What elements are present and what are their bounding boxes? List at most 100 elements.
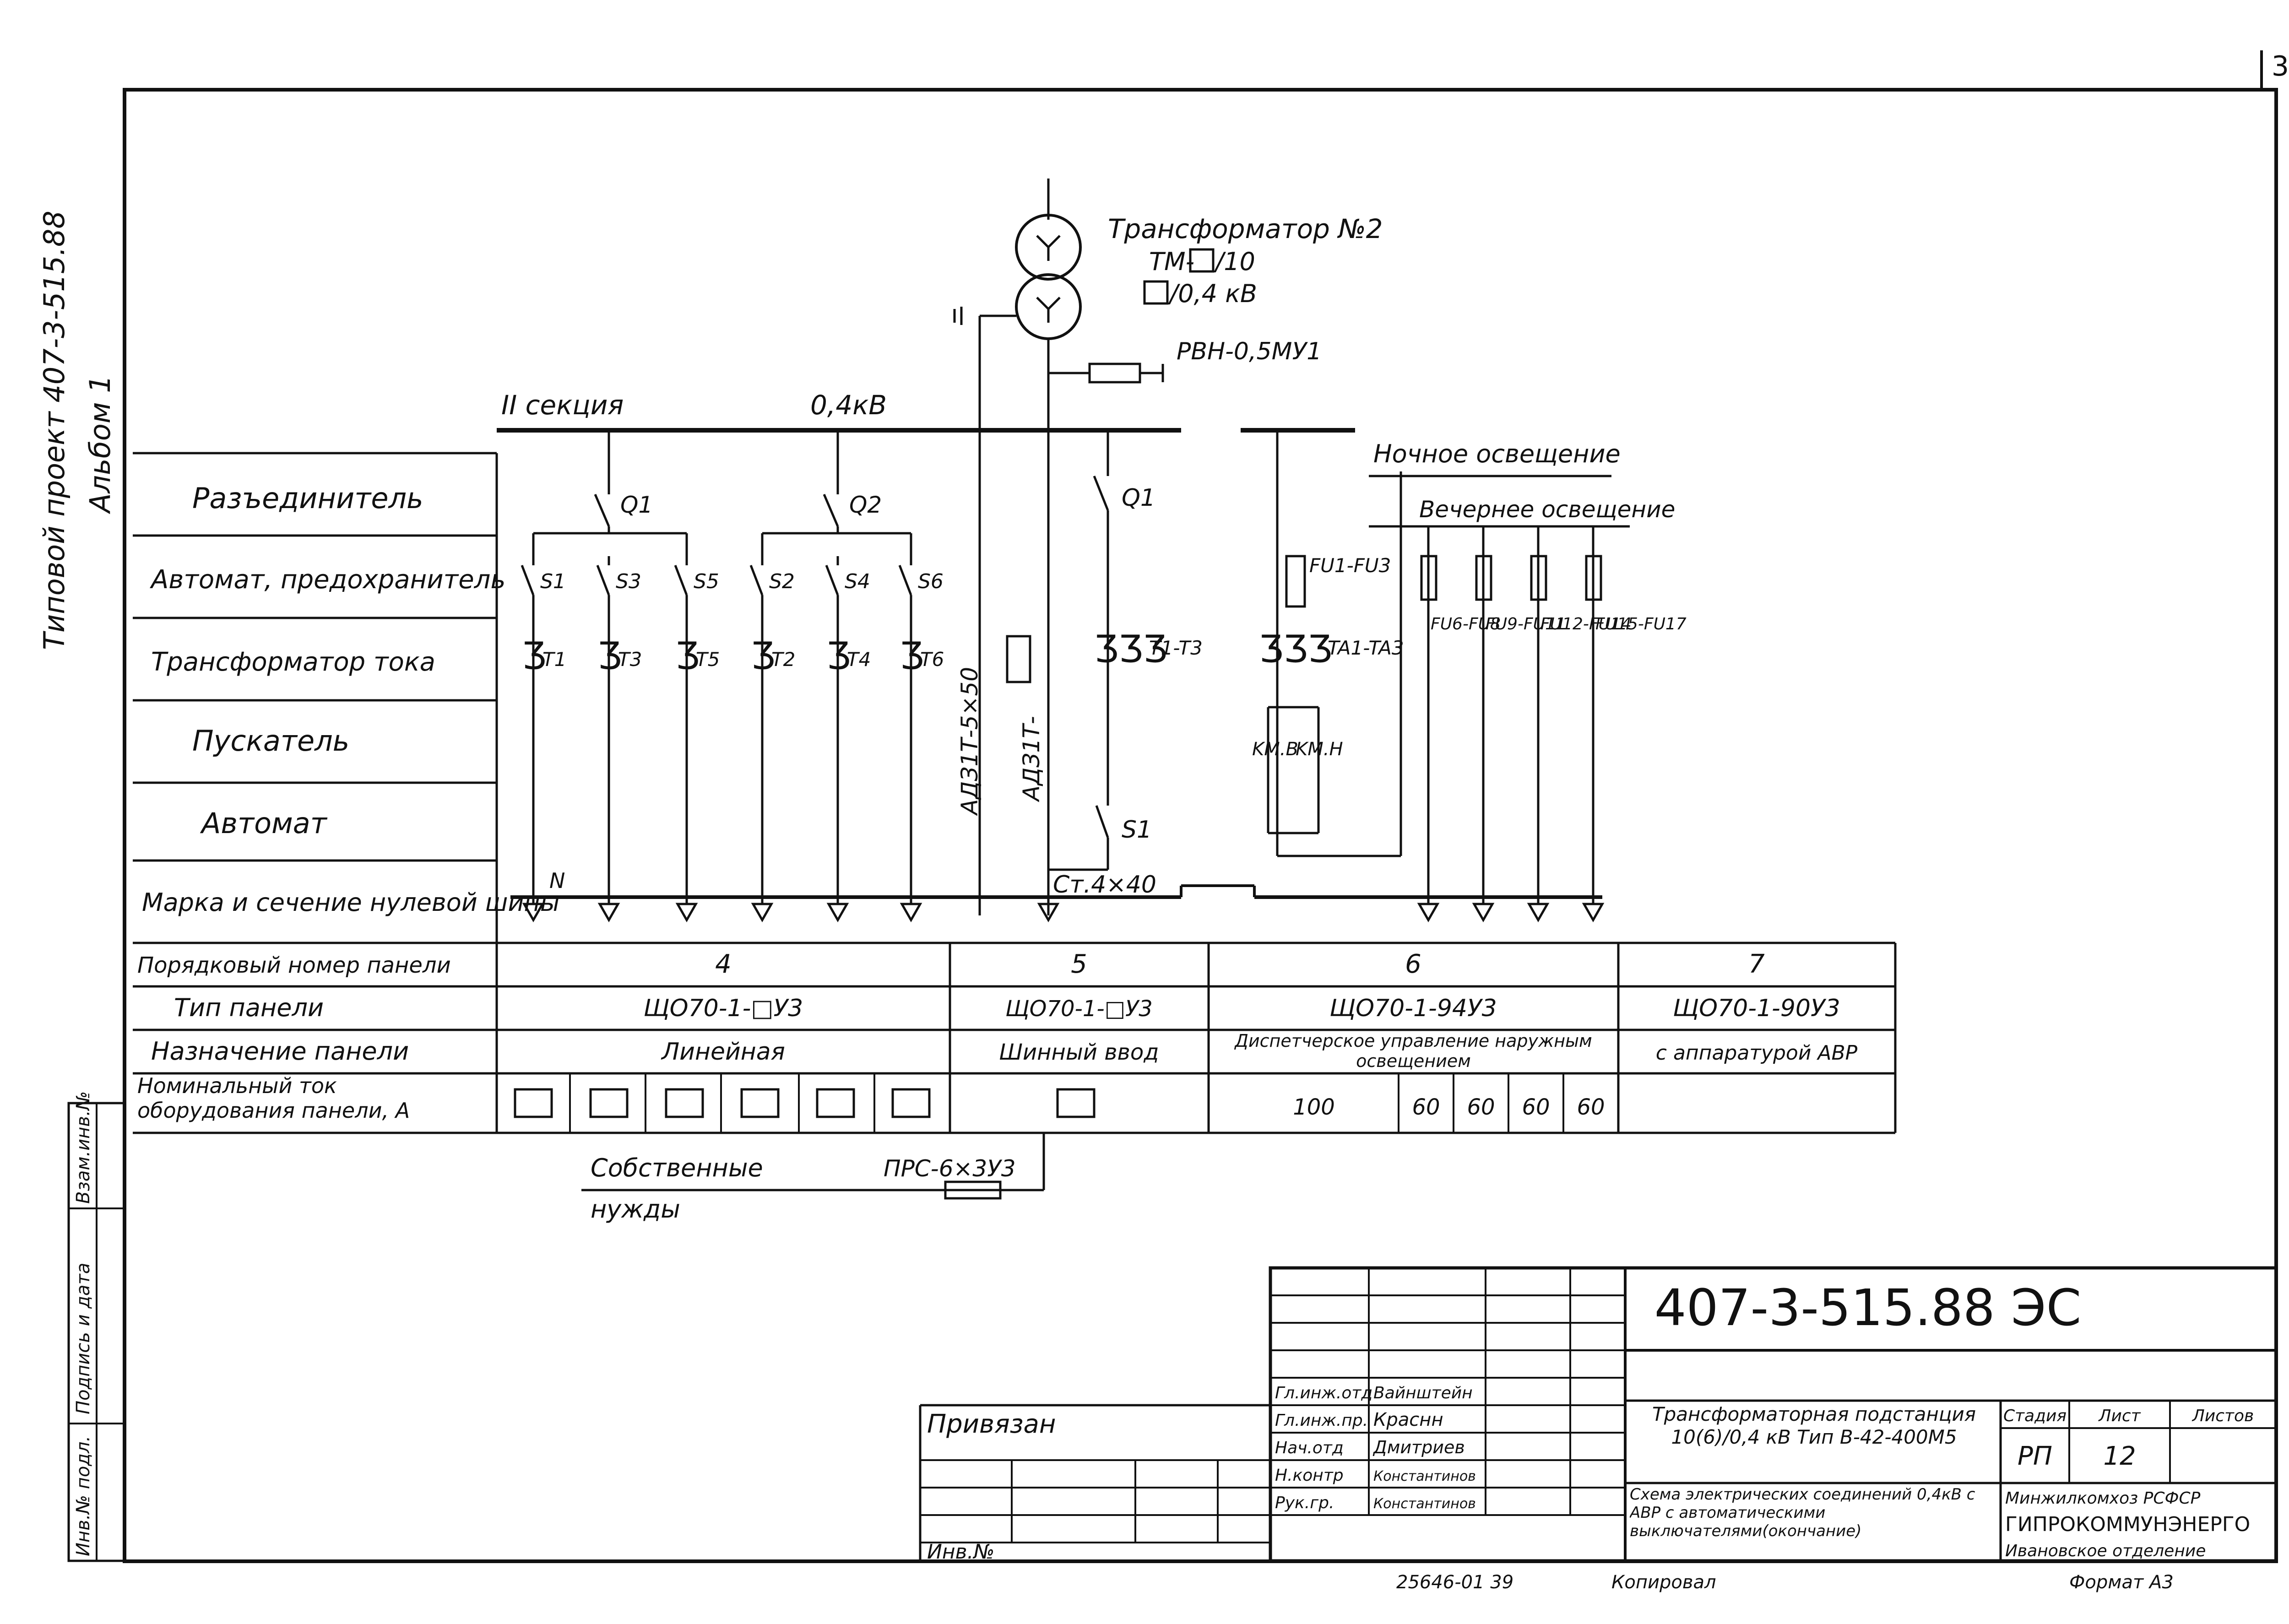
row-header-current: Номинальный ток оборудования панели, А xyxy=(137,1073,410,1123)
neutral-arrow-8 xyxy=(1417,897,1440,923)
name-5: Константинов xyxy=(1373,1496,1476,1512)
role-1: Гл.инж.отд xyxy=(1275,1384,1372,1402)
lights-ct-label: TA1-TA3 xyxy=(1328,637,1404,659)
sheets-header: Листов xyxy=(2191,1407,2254,1425)
sheet-frame xyxy=(123,88,2278,1563)
transformer-symbol: Трансформатор №2 ТМ- /10 /0,4 кВ РВН-0,5… xyxy=(953,179,1383,915)
feeder-2-ct-symbol: Ʒ xyxy=(597,634,622,677)
name-4: Константинов xyxy=(1373,1468,1476,1484)
panel-6-current-5: 60 xyxy=(1577,1094,1605,1120)
feeder-5-breaker-label: S4 xyxy=(845,570,870,593)
feeder-6-breaker-label: S6 xyxy=(918,570,944,593)
transformer-title: Трансформатор №2 xyxy=(1108,213,1383,244)
neutral-mark: N xyxy=(549,868,565,893)
panel-5-number: 5 xyxy=(1071,949,1087,979)
input-q1-label: Q1 xyxy=(1122,484,1155,512)
role-5: Рук.гр. xyxy=(1275,1494,1334,1512)
feeder-4-neutral-arrow xyxy=(751,897,774,923)
org-2: ГИПРОКОММУНЭНЕРГО xyxy=(2005,1513,2250,1536)
fu-group-3: FU12-FU14 xyxy=(1540,615,1632,633)
name-1: Вайнштейн xyxy=(1373,1384,1473,1402)
busbar-section-2: II секция 0,4кВ xyxy=(497,390,1355,433)
row-label-breaker: Автомат xyxy=(200,807,328,840)
stamp-vzam: Взам.инв.№ xyxy=(73,1091,94,1204)
arrester-label: РВН-0,5МУ1 xyxy=(1177,338,1322,365)
panel-6-purpose: Диспетчерское управление наружным освеще… xyxy=(1235,1031,1592,1071)
input-feeder: Q1 S1 ƷƷƷ T1-T3 Ст.4×40 xyxy=(1048,430,1203,899)
feeder-4-breaker xyxy=(749,565,764,595)
panel-4-purpose: Линейная xyxy=(661,1038,785,1066)
feeder-6-ct-symbol: Ʒ xyxy=(900,634,924,677)
feeder-5-breaker xyxy=(825,565,839,595)
feeder-2-neutral-arrow xyxy=(597,897,620,923)
sheet-title: Схема электрических соединений 0,4кВ с А… xyxy=(1630,1485,1975,1540)
transformer-voltage: /0,4 кВ xyxy=(1168,279,1257,308)
bottom-format: Формат А3 xyxy=(2069,1572,2174,1593)
bus-section-label: II секция xyxy=(501,390,624,421)
name-2: Краснн xyxy=(1373,1409,1443,1430)
panel-6-purpose-wrap: Диспетчерское управление наружным освеще… xyxy=(1235,1031,1592,1071)
fu-main-label: FU1-FU3 xyxy=(1309,554,1391,577)
fu-group-4: FU15-FU17 xyxy=(1595,615,1687,633)
panel-7-type: ЩО70-1-90У3 xyxy=(1673,995,1840,1022)
starter-km-b: KM.B xyxy=(1252,739,1298,760)
disconnector-q2-label: Q2 xyxy=(849,492,882,518)
project-title: Трансформаторная подстанция 10(6)/0,4 кВ… xyxy=(1652,1403,1976,1448)
side-album: Альбом 1 xyxy=(83,375,117,514)
row-label-neutral-bus: Марка и сечение нулевой шины xyxy=(142,888,560,917)
panel-7-purpose: с аппаратурой АВР xyxy=(1656,1041,1858,1065)
cable-label-1: АДЗ1Т-5×50 xyxy=(956,667,983,816)
feeder-3-ct-symbol: Ʒ xyxy=(675,634,700,677)
role-3: Нач.отд xyxy=(1275,1439,1344,1457)
feeder-3-breaker xyxy=(674,565,688,595)
disconnector-q1-label: Q1 xyxy=(620,492,653,518)
feeder-2-breaker-label: S3 xyxy=(616,570,641,593)
feeder-brackets xyxy=(532,532,912,556)
row-label-current-transformer: Трансформатор тока xyxy=(151,647,435,677)
panel-6-current-2: 60 xyxy=(1412,1094,1440,1120)
privyazan-label: Привязан xyxy=(927,1409,1056,1439)
cable-placeholder-box xyxy=(1006,635,1031,683)
stage-header: Стадия xyxy=(2003,1407,2067,1425)
prs-label: ПРС-6×3У3 xyxy=(884,1155,1016,1182)
feeder-3-ct-label: T5 xyxy=(696,648,720,671)
role-4: Н.контр xyxy=(1275,1466,1344,1485)
sheet-value: 12 xyxy=(2103,1441,2136,1471)
cable-label-2: АДЗ1Т- xyxy=(1018,716,1045,802)
neutral-arrow-11 xyxy=(1582,897,1605,923)
feeder-3-breaker-label: S5 xyxy=(694,570,719,593)
bus-voltage-label: 0,4кВ xyxy=(810,390,887,421)
panel-4-number: 4 xyxy=(715,949,732,979)
stamp-inv-podl: Инв.№ подл. xyxy=(73,1436,94,1556)
night-lighting-label: Ночное освещение xyxy=(1373,439,1621,468)
feeder-2-breaker xyxy=(596,565,610,595)
feeder-3-neutral-arrow xyxy=(675,897,698,923)
input-s1-label: S1 xyxy=(1122,816,1152,844)
own-needs-label-2: нужды xyxy=(591,1195,680,1223)
panel-6-type: ЩО70-1-94У3 xyxy=(1329,995,1497,1022)
side-project-title: Типовой проект 407-3-515.88 xyxy=(38,211,71,650)
neutral-arrow-10 xyxy=(1527,897,1550,923)
panel-4-type: ЩО70-1-□У3 xyxy=(644,995,803,1022)
own-needs-label-1: Собственные xyxy=(591,1153,763,1182)
panel-6-current-3: 60 xyxy=(1467,1094,1495,1120)
feeder-5-ct-symbol: Ʒ xyxy=(826,634,851,677)
strip-label: Ст.4×40 xyxy=(1053,871,1156,899)
org-3: Ивановское отделение xyxy=(2005,1542,2206,1560)
panel-table: Порядковый номер панели Тип панели Назна… xyxy=(133,942,1897,1134)
feeder-5-neutral-arrow xyxy=(826,897,849,923)
sheet-title-wrap: Схема электрических соединений 0,4кВ с А… xyxy=(1630,1485,1975,1540)
feeder-4-ct-label: T2 xyxy=(771,648,795,671)
disconnector-q2-blade xyxy=(823,494,839,527)
starter-km-h: KM.H xyxy=(1296,739,1343,760)
document-code: 407-3-515.88 ЭС xyxy=(1654,1278,2082,1337)
transformer-type-suffix: /10 xyxy=(1214,247,1255,276)
row-label-starter: Пускатель xyxy=(192,724,349,758)
feeder-5-ct-label: T4 xyxy=(847,648,871,671)
role-2: Гл.инж.пр. xyxy=(1275,1411,1368,1430)
row-label-column: Разъединитель Автомат, предохранитель Тр… xyxy=(133,452,560,943)
bottom-copied: Копировал xyxy=(1611,1572,1716,1593)
feeder-2-ct-label: T3 xyxy=(618,648,642,671)
feeder-1-ct-label: T1 xyxy=(542,648,566,671)
